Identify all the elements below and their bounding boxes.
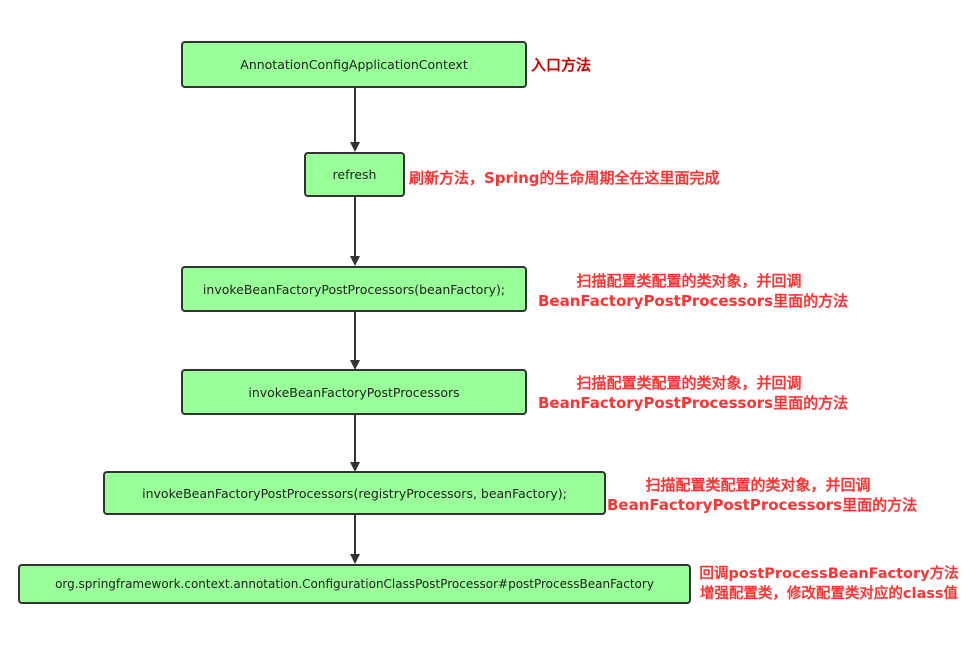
node-label: invokeBeanFactoryPostProcessors: [248, 384, 460, 400]
node-label: AnnotationConfigApplicationContext: [240, 57, 468, 72]
note-line: BeanFactoryPostProcessors里面的方法: [538, 394, 849, 412]
node-label: invokeBeanFactoryPostProcessors(registry…: [142, 485, 567, 501]
node-label: invokeBeanFactoryPostProcessors(beanFact…: [202, 281, 506, 297]
note-line: BeanFactoryPostProcessors里面的方法: [538, 292, 849, 310]
note-line: 入口方法: [531, 56, 592, 74]
node-invoke-bfpp-registry: invokeBeanFactoryPostProcessors(registry…: [103, 471, 606, 515]
note-line: 扫描配置类配置的类对象，并回调: [645, 476, 871, 494]
note-configuration-class-post-processor: 回调postProcessBeanFactory方法 增强配置类，修改配置类对应…: [688, 564, 970, 604]
note-line: 刷新方法，Spring的生命周期全在这里面完成: [409, 169, 720, 187]
note-refresh-method: 刷新方法，Spring的生命周期全在这里面完成: [409, 168, 720, 188]
note-line: 扫描配置类配置的类对象，并回调: [576, 272, 802, 290]
note-line: 回调postProcessBeanFactory方法: [699, 566, 959, 582]
node-label: org.springframework.context.annotation.C…: [55, 577, 654, 591]
note-entry-method: 入口方法: [531, 55, 591, 75]
note-line: BeanFactoryPostProcessors里面的方法: [607, 496, 918, 514]
note-invoke-bfpp-registry: 扫描配置类配置的类对象，并回调 BeanFactoryPostProcessor…: [607, 475, 918, 515]
node-refresh: refresh: [304, 152, 405, 197]
node-label: refresh: [332, 167, 377, 182]
note-line: 扫描配置类配置的类对象，并回调: [576, 374, 802, 392]
note-invoke-bfpp: 扫描配置类配置的类对象，并回调 BeanFactoryPostProcessor…: [538, 373, 849, 413]
node-configuration-class-post-processor: org.springframework.context.annotation.C…: [18, 564, 691, 604]
node-invoke-bfpp-with-bean-factory: invokeBeanFactoryPostProcessors(beanFact…: [181, 266, 527, 312]
note-line: 增强配置类，修改配置类对应的class值: [699, 586, 959, 602]
note-invoke-bfpp-bean-factory: 扫描配置类配置的类对象，并回调 BeanFactoryPostProcessor…: [538, 271, 849, 311]
node-annotation-config-application-context: AnnotationConfigApplicationContext: [181, 41, 527, 88]
node-invoke-bfpp: invokeBeanFactoryPostProcessors: [181, 369, 527, 415]
